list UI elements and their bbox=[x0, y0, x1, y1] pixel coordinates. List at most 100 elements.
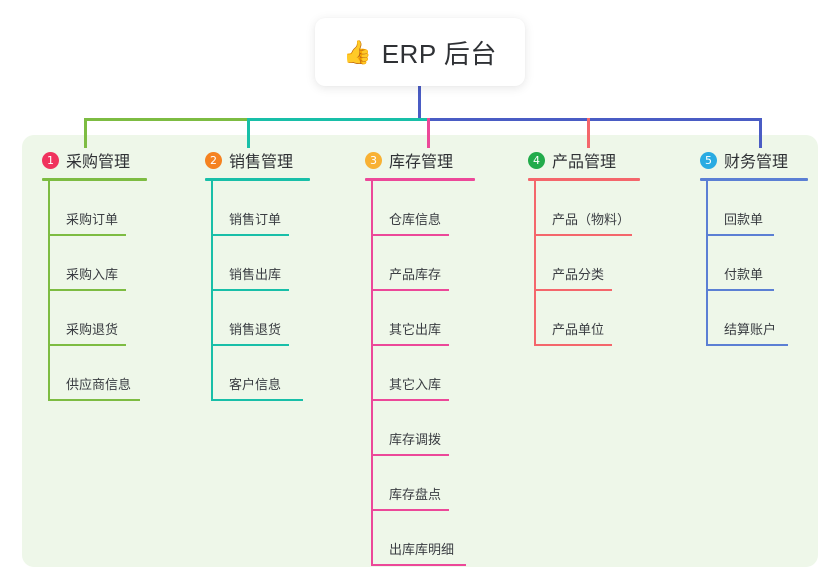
menu-item-label: 其它入库 bbox=[389, 377, 442, 392]
menu-item[interactable]: 销售订单 bbox=[211, 181, 310, 236]
category-title: 销售管理 bbox=[229, 154, 294, 171]
menu-item-label: 库存调拨 bbox=[389, 432, 442, 447]
menu-item-label: 供应商信息 bbox=[66, 377, 132, 392]
category-header-1[interactable]: 1 采购管理 bbox=[42, 148, 147, 172]
menu-item[interactable]: 结算账户 bbox=[706, 291, 808, 346]
menu-item-underline bbox=[211, 344, 289, 346]
category-number-badge: 2 bbox=[205, 151, 222, 169]
menu-item-label: 产品单位 bbox=[552, 322, 605, 337]
connector-bar-segment-1 bbox=[85, 118, 248, 121]
connector-drop-5 bbox=[758, 118, 762, 148]
page-title: ERP 后台 bbox=[381, 38, 497, 69]
category-header-2[interactable]: 2 销售管理 bbox=[205, 148, 310, 172]
category-items: 仓库信息产品库存其它出库其它入库库存调拨库存盘点出库库明细 bbox=[371, 181, 475, 566]
menu-item-underline bbox=[371, 234, 449, 236]
connector-drop-3 bbox=[426, 118, 430, 148]
category-spine bbox=[371, 181, 373, 566]
menu-item[interactable]: 库存调拨 bbox=[371, 401, 475, 456]
menu-item[interactable]: 产品（物料） bbox=[534, 181, 640, 236]
menu-item[interactable]: 销售出库 bbox=[211, 236, 310, 291]
category-column-1: 1 采购管理采购订单采购入库采购退货供应商信息 bbox=[42, 148, 147, 401]
menu-item-underline bbox=[48, 344, 126, 346]
connector-bar-segment-2 bbox=[248, 118, 428, 121]
category-underline bbox=[42, 178, 147, 181]
category-header-3[interactable]: 3 库存管理 bbox=[365, 148, 475, 172]
menu-item[interactable]: 付款单 bbox=[706, 236, 808, 291]
menu-item-underline bbox=[534, 344, 612, 346]
category-items: 产品（物料） 产品分类产品单位 bbox=[534, 181, 640, 346]
menu-item-underline bbox=[371, 399, 449, 401]
content-panel bbox=[22, 135, 818, 567]
category-number-badge: 5 bbox=[700, 151, 717, 169]
category-underline bbox=[528, 178, 640, 181]
category-number-badge: 1 bbox=[42, 151, 59, 169]
menu-item[interactable]: 客户信息 bbox=[211, 346, 310, 401]
menu-item-label: 客户信息 bbox=[229, 377, 282, 392]
category-items: 采购订单采购入库采购退货供应商信息 bbox=[48, 181, 147, 401]
menu-item-label: 销售订单 bbox=[229, 212, 282, 227]
menu-item[interactable]: 产品单位 bbox=[534, 291, 640, 346]
category-title: 产品管理 bbox=[552, 154, 617, 171]
menu-item-label: 销售退货 bbox=[229, 322, 282, 337]
connector-bar-segment-3 bbox=[428, 118, 760, 121]
menu-item[interactable]: 其它出库 bbox=[371, 291, 475, 346]
menu-item[interactable]: 供应商信息 bbox=[48, 346, 147, 401]
category-items: 销售订单销售出库销售退货客户信息 bbox=[211, 181, 310, 401]
menu-item-label: 产品库存 bbox=[389, 267, 442, 282]
menu-item[interactable]: 其它入库 bbox=[371, 346, 475, 401]
menu-item-underline bbox=[48, 234, 126, 236]
menu-item[interactable]: 产品分类 bbox=[534, 236, 640, 291]
category-number-badge: 4 bbox=[528, 151, 545, 169]
thumbs-up-icon: 👍 bbox=[343, 38, 372, 65]
menu-item-label: 采购退货 bbox=[66, 322, 119, 337]
menu-item[interactable]: 回款单 bbox=[706, 181, 808, 236]
category-column-3: 3 库存管理仓库信息产品库存其它出库其它入库库存调拨库存盘点出库库明细 bbox=[365, 148, 475, 566]
category-title: 采购管理 bbox=[66, 154, 131, 171]
menu-item-label: 库存盘点 bbox=[389, 487, 442, 502]
menu-item[interactable]: 出库库明细 bbox=[371, 511, 475, 566]
menu-item-label: 产品分类 bbox=[552, 267, 605, 282]
menu-item[interactable]: 产品库存 bbox=[371, 236, 475, 291]
menu-item[interactable]: 采购入库 bbox=[48, 236, 147, 291]
category-header-4[interactable]: 4 产品管理 bbox=[528, 148, 640, 172]
menu-item-label: 销售出库 bbox=[229, 267, 282, 282]
category-spine bbox=[211, 181, 213, 401]
menu-item-underline bbox=[534, 234, 632, 236]
menu-item-label: 采购订单 bbox=[66, 212, 119, 227]
category-number-badge: 3 bbox=[365, 151, 382, 169]
category-title: 库存管理 bbox=[389, 154, 454, 171]
category-header-5[interactable]: 5 财务管理 bbox=[700, 148, 808, 172]
menu-item[interactable]: 采购退货 bbox=[48, 291, 147, 346]
menu-item-label: 仓库信息 bbox=[389, 212, 442, 227]
menu-item-label: 出库库明细 bbox=[389, 542, 455, 557]
menu-item-underline bbox=[211, 399, 303, 401]
category-spine bbox=[706, 181, 708, 346]
connector-trunk bbox=[417, 80, 421, 121]
menu-item[interactable]: 采购订单 bbox=[48, 181, 147, 236]
menu-item-underline bbox=[371, 564, 466, 566]
menu-item-underline bbox=[706, 344, 788, 346]
menu-item-underline bbox=[371, 289, 449, 291]
menu-item[interactable]: 销售退货 bbox=[211, 291, 310, 346]
menu-item-label: 其它出库 bbox=[389, 322, 442, 337]
category-title: 财务管理 bbox=[724, 154, 789, 171]
menu-item-underline bbox=[706, 234, 774, 236]
menu-item-label: 产品（物料） bbox=[552, 212, 631, 227]
menu-item-underline bbox=[211, 234, 289, 236]
category-underline bbox=[205, 178, 310, 181]
connector-drop-1 bbox=[83, 118, 87, 148]
category-column-5: 5 财务管理回款单付款单结算账户 bbox=[700, 148, 808, 346]
category-column-2: 2 销售管理销售订单销售出库销售退货客户信息 bbox=[205, 148, 310, 401]
category-column-4: 4 产品管理产品（物料） 产品分类产品单位 bbox=[528, 148, 640, 346]
menu-item-underline bbox=[48, 399, 140, 401]
menu-item-underline bbox=[371, 454, 449, 456]
menu-item-label: 付款单 bbox=[724, 267, 764, 282]
menu-item-label: 结算账户 bbox=[724, 322, 777, 337]
connector-drop-2 bbox=[246, 118, 250, 148]
menu-item[interactable]: 库存盘点 bbox=[371, 456, 475, 511]
menu-item-underline bbox=[211, 289, 289, 291]
root-node-card[interactable]: 👍 ERP 后台 bbox=[315, 18, 525, 86]
menu-item-underline bbox=[706, 289, 774, 291]
menu-item[interactable]: 仓库信息 bbox=[371, 181, 475, 236]
